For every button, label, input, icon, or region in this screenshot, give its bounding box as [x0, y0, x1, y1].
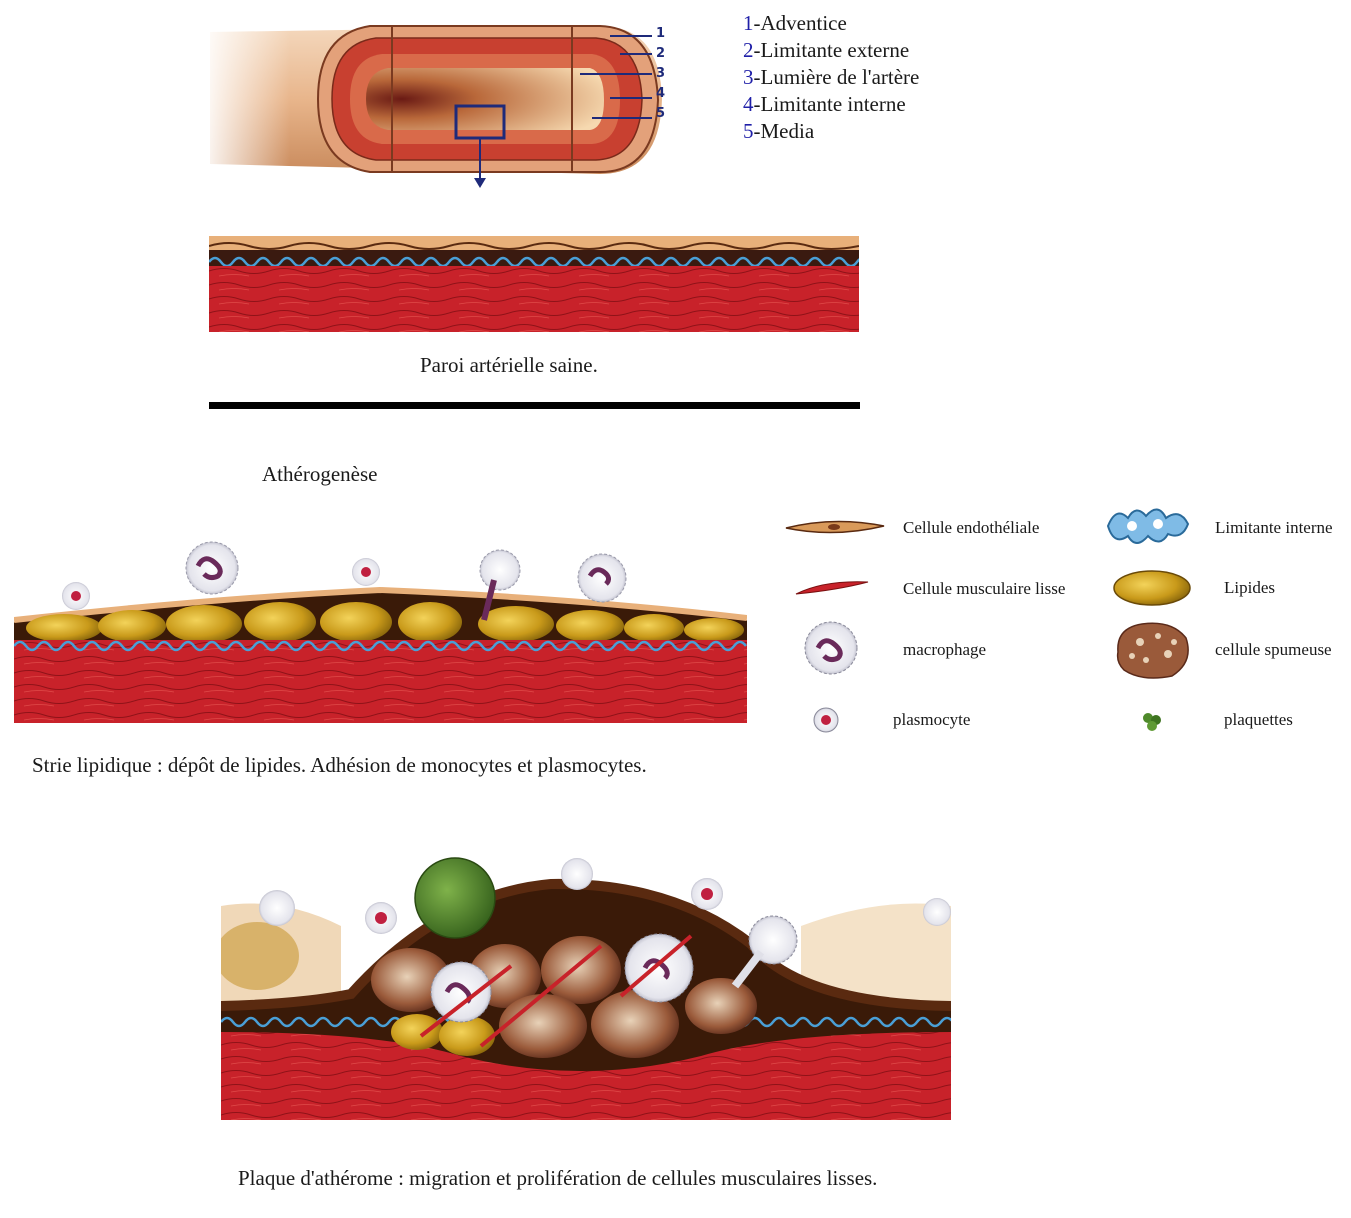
- healthy-wall-caption: Paroi artérielle saine.: [420, 350, 598, 380]
- callout-number: 5: [656, 104, 665, 124]
- anatomy-legend-item: 4-Limitante interne: [743, 91, 919, 118]
- legend-label-smooth-muscle: Cellule musculaire lisse: [903, 579, 1065, 599]
- lipid-icon: [1112, 568, 1192, 608]
- legend-label-internal-limiting: Limitante interne: [1215, 518, 1333, 538]
- artery-cutaway-illustration: [200, 14, 680, 192]
- legend-label-plasmocyte: plasmocyte: [893, 710, 970, 730]
- anatomy-legend-item: 2-Limitante externe: [743, 37, 919, 64]
- endothelial-cell-icon: [784, 514, 886, 540]
- legend-label-endothelial: Cellule endothéliale: [903, 518, 1039, 538]
- plasmocyte-icon: [812, 706, 840, 734]
- callout-number: 4: [656, 84, 665, 104]
- healthy-arterial-wall: [209, 236, 859, 332]
- callout-number: 2: [656, 44, 665, 64]
- callout-number-column: 1 2 3 4 5: [656, 24, 665, 124]
- atheroma-plaque-illustration: [221, 856, 951, 1120]
- fatty-streak-caption: Strie lipidique : dépôt de lipides. Adhé…: [32, 750, 712, 780]
- section-title: Athérogenèse: [262, 459, 377, 489]
- plaque-caption: Plaque d'athérome : migration et prolifé…: [238, 1163, 878, 1193]
- anatomy-legend: 1-Adventice 2-Limitante externe 3-Lumièr…: [743, 10, 919, 145]
- foam-cell-icon: [1112, 618, 1194, 682]
- smooth-muscle-cell-icon: [794, 578, 870, 598]
- fatty-streak-illustration: [14, 540, 747, 723]
- macrophage-icon: [800, 620, 862, 676]
- anatomy-legend-item: 5-Media: [743, 118, 919, 145]
- legend-label-lipids: Lipides: [1224, 578, 1275, 598]
- legend-label-foam-cell: cellule spumeuse: [1215, 640, 1332, 660]
- callout-number: 1: [656, 24, 665, 44]
- internal-limiting-icon: [1102, 500, 1194, 552]
- anatomy-legend-item: 3-Lumière de l'artère: [743, 64, 919, 91]
- legend-label-platelets: plaquettes: [1224, 710, 1293, 730]
- callout-number: 3: [656, 64, 665, 84]
- anatomy-legend-item: 1-Adventice: [743, 10, 919, 37]
- cell-legend: Cellule endothéliale Limitante interne C…: [784, 500, 1344, 740]
- legend-label-macrophage: macrophage: [903, 640, 986, 660]
- platelets-icon: [1140, 710, 1166, 732]
- section-divider: [209, 402, 860, 409]
